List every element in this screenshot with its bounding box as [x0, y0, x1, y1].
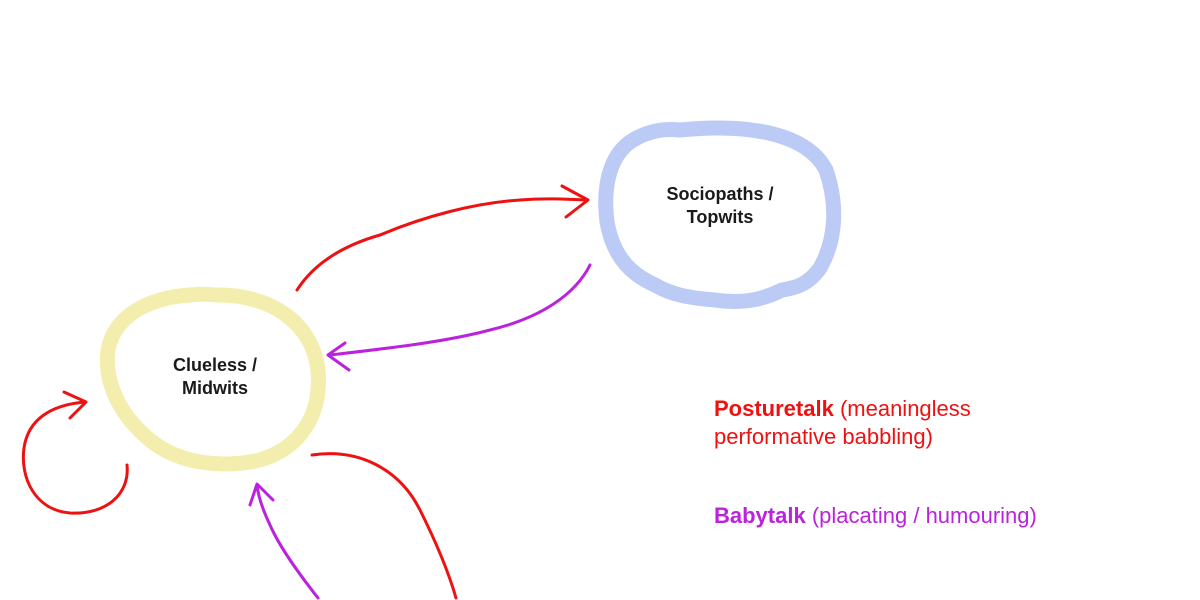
legend-posturetalk: Posturetalk (meaningless performative ba… — [714, 395, 1044, 451]
node-sociopaths-label-line2: Topwits — [687, 207, 754, 227]
arrow-sociopaths-to-clueless-head — [326, 341, 351, 372]
arrow-clueless-self-loop-line — [21, 400, 129, 515]
legend-babytalk-term: Babytalk — [714, 503, 806, 528]
arrow-clueless-incoming — [248, 482, 320, 600]
arrow-clueless-to-sociopaths — [295, 184, 590, 292]
arrow-clueless-incoming-head — [248, 482, 275, 507]
node-sociopaths: Sociopaths / Topwits — [598, 120, 842, 310]
arrow-clueless-self-loop-head — [62, 390, 88, 420]
arrow-sociopaths-to-clueless-line — [328, 263, 592, 357]
legend-babytalk: Babytalk (placating / humouring) — [714, 502, 1134, 530]
arrow-clueless-outgoing-line — [310, 452, 458, 600]
node-sociopaths-label-line1: Sociopaths / — [666, 184, 773, 204]
legend-posturetalk-description: (meaningless performative babbling) — [714, 396, 971, 449]
node-sociopaths-outline — [598, 120, 842, 310]
node-clueless-outline — [99, 286, 326, 472]
legend-posturetalk-term: Posturetalk — [714, 396, 834, 421]
arrow-clueless-incoming-line — [255, 483, 320, 600]
arrow-sociopaths-to-clueless — [326, 263, 592, 372]
node-clueless-label-line2: Midwits — [182, 378, 248, 398]
arrow-clueless-to-sociopaths-line — [295, 197, 587, 292]
legend-babytalk-description: (placating / humouring) — [811, 503, 1037, 528]
arrow-clueless-outgoing — [310, 452, 458, 600]
arrow-clueless-self-loop — [21, 390, 129, 515]
arrow-clueless-to-sociopaths-head — [560, 184, 590, 219]
node-clueless-label-line1: Clueless / — [173, 355, 257, 375]
node-clueless: Clueless / Midwits — [99, 286, 326, 472]
